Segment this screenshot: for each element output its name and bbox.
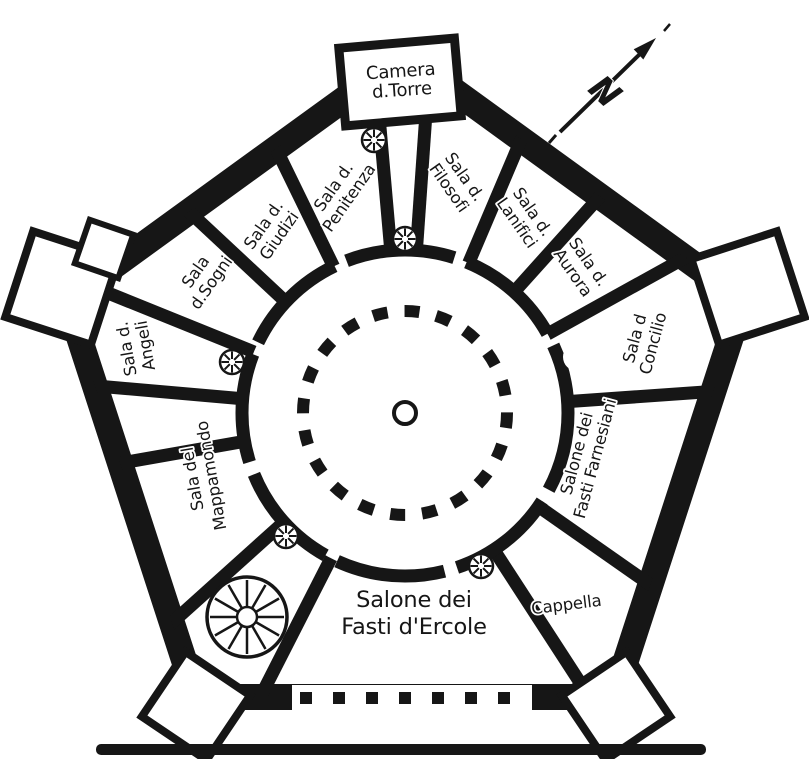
room-label-camera-torre: Camera d.Torre [363,57,437,105]
spiral-stair-icon [467,552,495,580]
courtyard-well [392,400,418,426]
round-stair-east [563,343,591,371]
north-arrow-shaft [558,50,644,134]
north-arrow-head-icon [633,38,656,60]
north-arrow-tail [547,134,558,144]
bastion-southwest [136,646,256,759]
spiral-stair-icon [272,522,300,550]
compass: N [547,23,671,144]
room-label-line: Salone dei [356,587,472,613]
bastion-northeast [686,226,809,350]
room-label-line: d.Torre [371,78,432,103]
small-tower-west [70,215,138,283]
spiral-stair-icon [360,126,388,154]
spiral-stair-icon [218,348,246,376]
room-label-sala-angeli: Sala d. Angeli [111,317,161,379]
entrance-colonnade [292,685,532,711]
north-arrow-tick [663,23,671,32]
room-label-salone-ercole: Salone dei Fasti d'Ercole [340,585,489,642]
room-label-line: Fasti d'Ercole [341,614,486,640]
room-label-line: Angeli [132,319,159,372]
bastion-southeast [556,646,676,759]
spiral-stair-icon [391,225,419,253]
courtyard-pier-ring [297,305,513,521]
terrace-wall [96,744,706,755]
round-staircase [205,575,289,659]
tower-camera-torre [333,33,467,131]
wall [232,549,340,697]
